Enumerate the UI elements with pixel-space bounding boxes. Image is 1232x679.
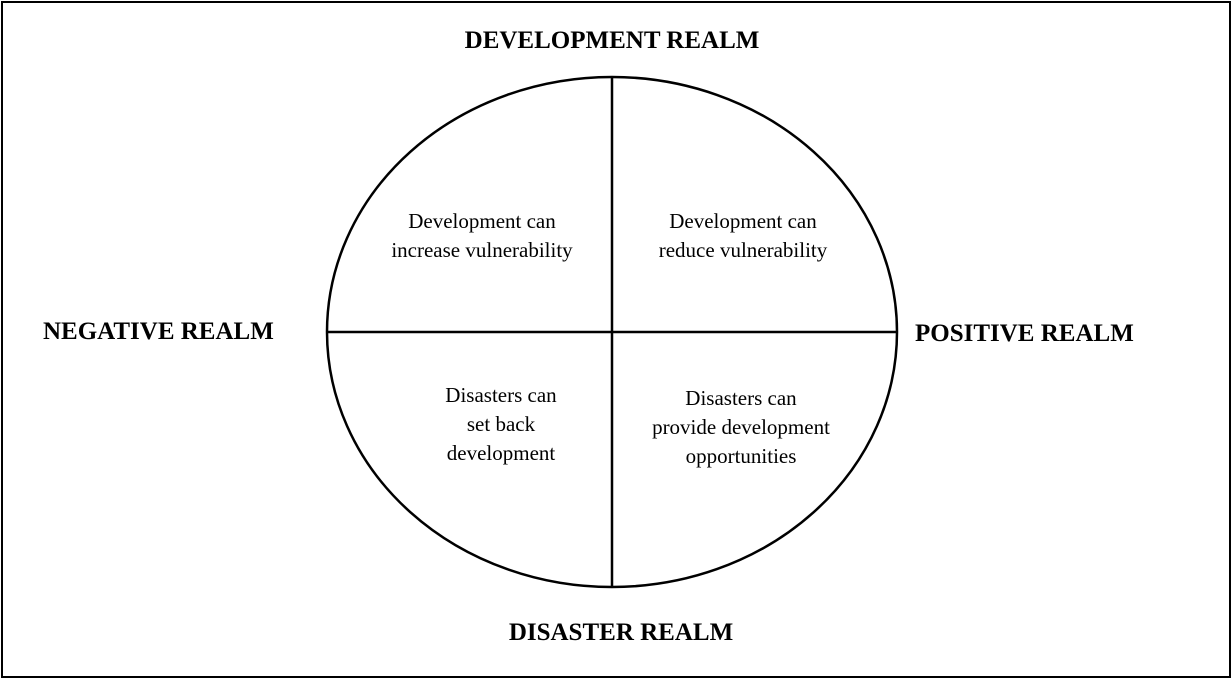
quadrant-text-line: Development can xyxy=(408,209,556,233)
development-realm-label: DEVELOPMENT REALM xyxy=(464,27,760,54)
disaster-realm-label: DISASTER REALM xyxy=(508,619,734,646)
negative-realm-label: NEGATIVE REALM xyxy=(43,318,274,345)
quadrant-top-right: Development can reduce vulnerability xyxy=(659,207,828,265)
quadrant-text-line: provide development xyxy=(652,415,830,439)
quadrant-text-line: Disasters can xyxy=(445,383,557,407)
quadrant-text-line: Development can xyxy=(669,209,817,233)
quadrant-text-line: development xyxy=(446,441,556,465)
positive-realm-label: POSITIVE REALM xyxy=(915,320,1134,347)
quadrant-bottom-left: Disasters can set back development xyxy=(445,381,556,468)
quadrant-text-line: set back xyxy=(466,412,536,436)
quadrant-text-line: opportunities xyxy=(685,444,797,468)
quadrant-bottom-right: Disasters can provide development opport… xyxy=(652,384,830,471)
quadrant-top-left: Development can increase vulnerability xyxy=(391,207,572,265)
quadrant-text-line: reduce vulnerability xyxy=(658,238,828,262)
quadrant-text-line: Disasters can xyxy=(685,386,797,410)
quadrant-text-line: increase vulnerability xyxy=(391,238,573,262)
